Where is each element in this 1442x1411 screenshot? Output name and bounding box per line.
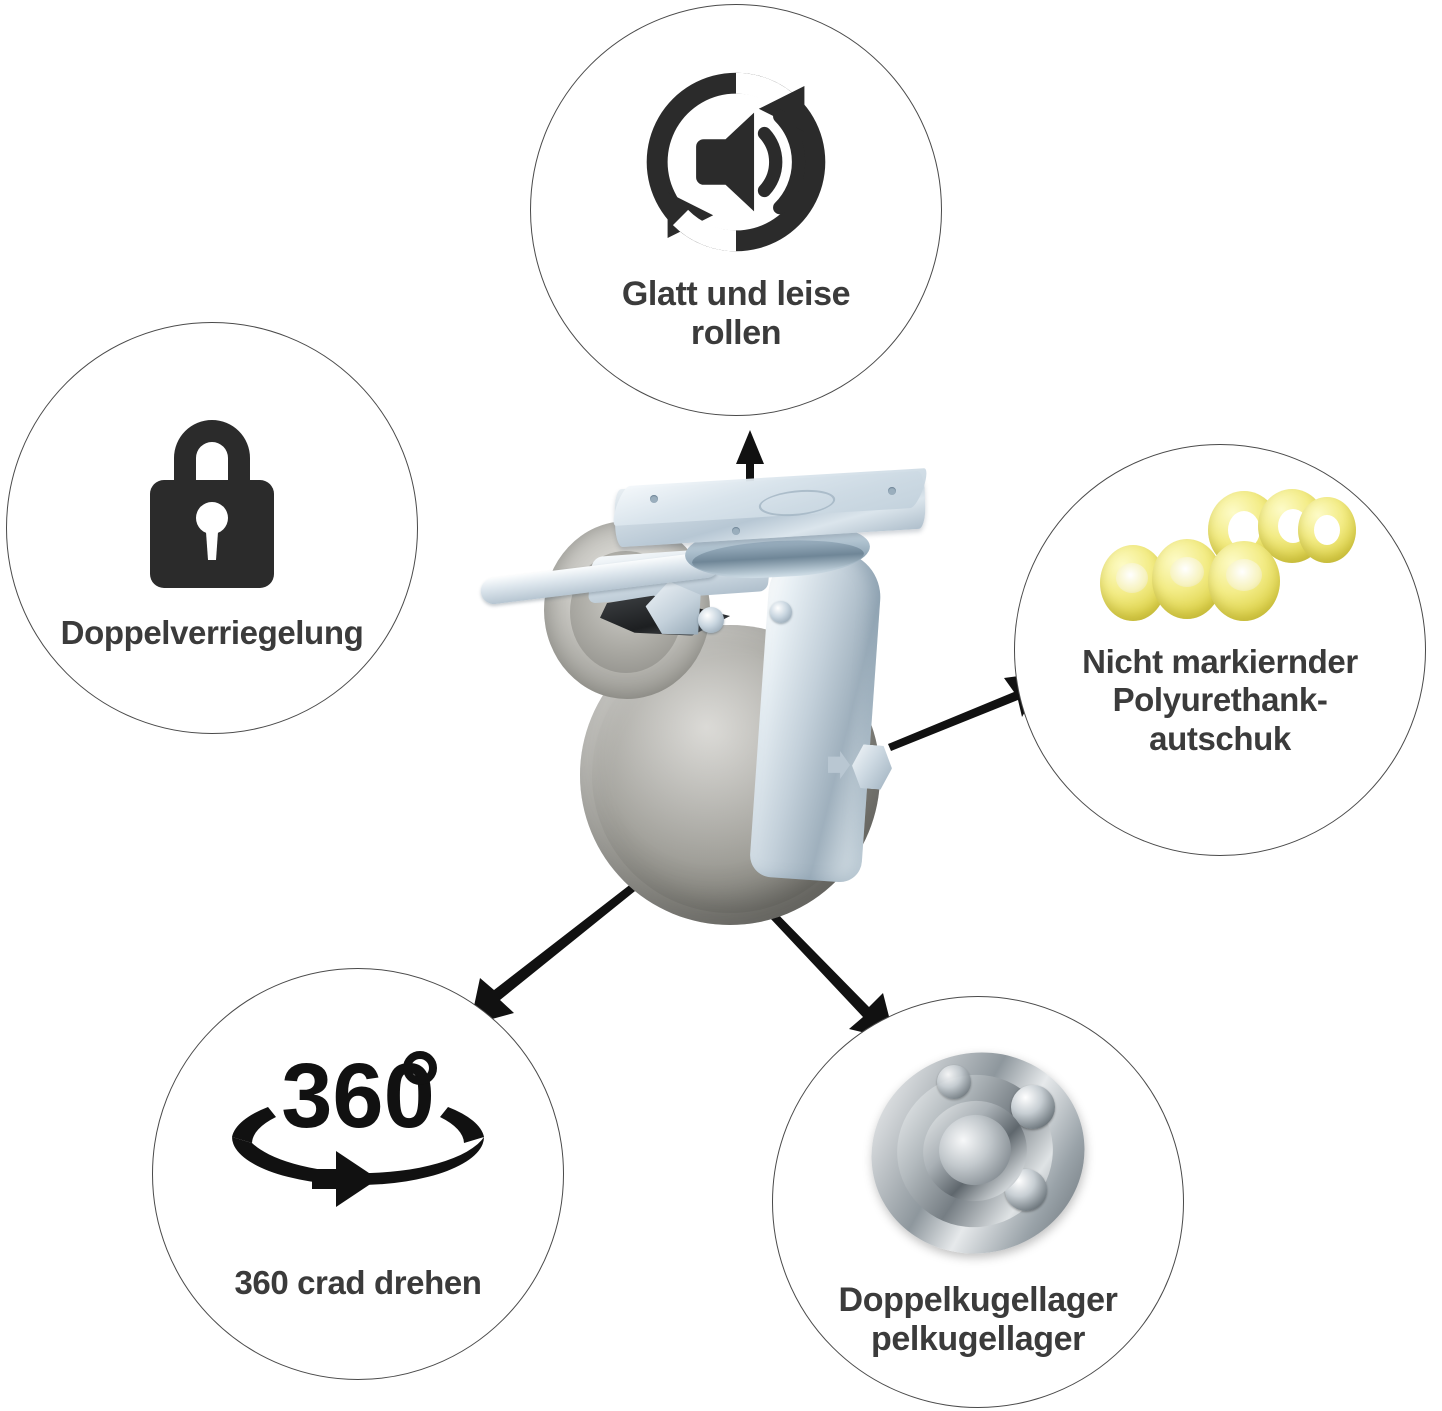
axle-clip xyxy=(828,751,850,779)
feature-circle-double-lock[interactable]: Doppelverriegelung xyxy=(6,322,418,734)
brake-pivot-screw xyxy=(698,607,724,633)
mounting-bolt-right xyxy=(888,487,896,495)
padlock-icon xyxy=(132,404,292,592)
arrow-to-bearing xyxy=(755,895,895,1040)
feature-label-double-lock: Doppelverriegelung xyxy=(60,613,364,651)
degree-symbol-circle xyxy=(403,1051,437,1086)
feature-circle-swivel-360[interactable]: 360 360 crad drehen xyxy=(152,968,564,1380)
feature-label-ball-bearing: Doppelkugellager pelkugellager xyxy=(838,1281,1118,1359)
polyurethane-rings-icon xyxy=(1090,489,1356,629)
fork-screw-upper xyxy=(770,601,792,623)
feature-label-polyurethane: Nicht markiernder Polyurethank- autschuk xyxy=(1082,643,1358,757)
arrow-to-polyurethane xyxy=(888,672,1048,752)
feature-label-swivel-360: 360 crad drehen xyxy=(234,1264,482,1302)
mounting-bolt-center xyxy=(732,527,740,535)
feature-label-noise: Glatt und leise rollen xyxy=(621,274,851,352)
arrow-to-swivel-360 xyxy=(470,880,640,1025)
ball-bearing-icon xyxy=(847,1027,1109,1279)
caster-fork xyxy=(748,546,884,884)
feature-circle-ball-bearing[interactable]: Doppelkugellager pelkugellager xyxy=(772,996,1184,1408)
rotation-360-icon: 360 xyxy=(208,1045,508,1220)
speaker-no-noise-icon xyxy=(641,67,831,257)
mounting-bolt-left xyxy=(650,495,658,503)
caster-product-image xyxy=(470,455,970,930)
feature-circle-polyurethane[interactable]: Nicht markiernder Polyurethank- autschuk xyxy=(1014,444,1426,856)
feature-circle-noise[interactable]: Glatt und leise rollen xyxy=(530,4,942,416)
